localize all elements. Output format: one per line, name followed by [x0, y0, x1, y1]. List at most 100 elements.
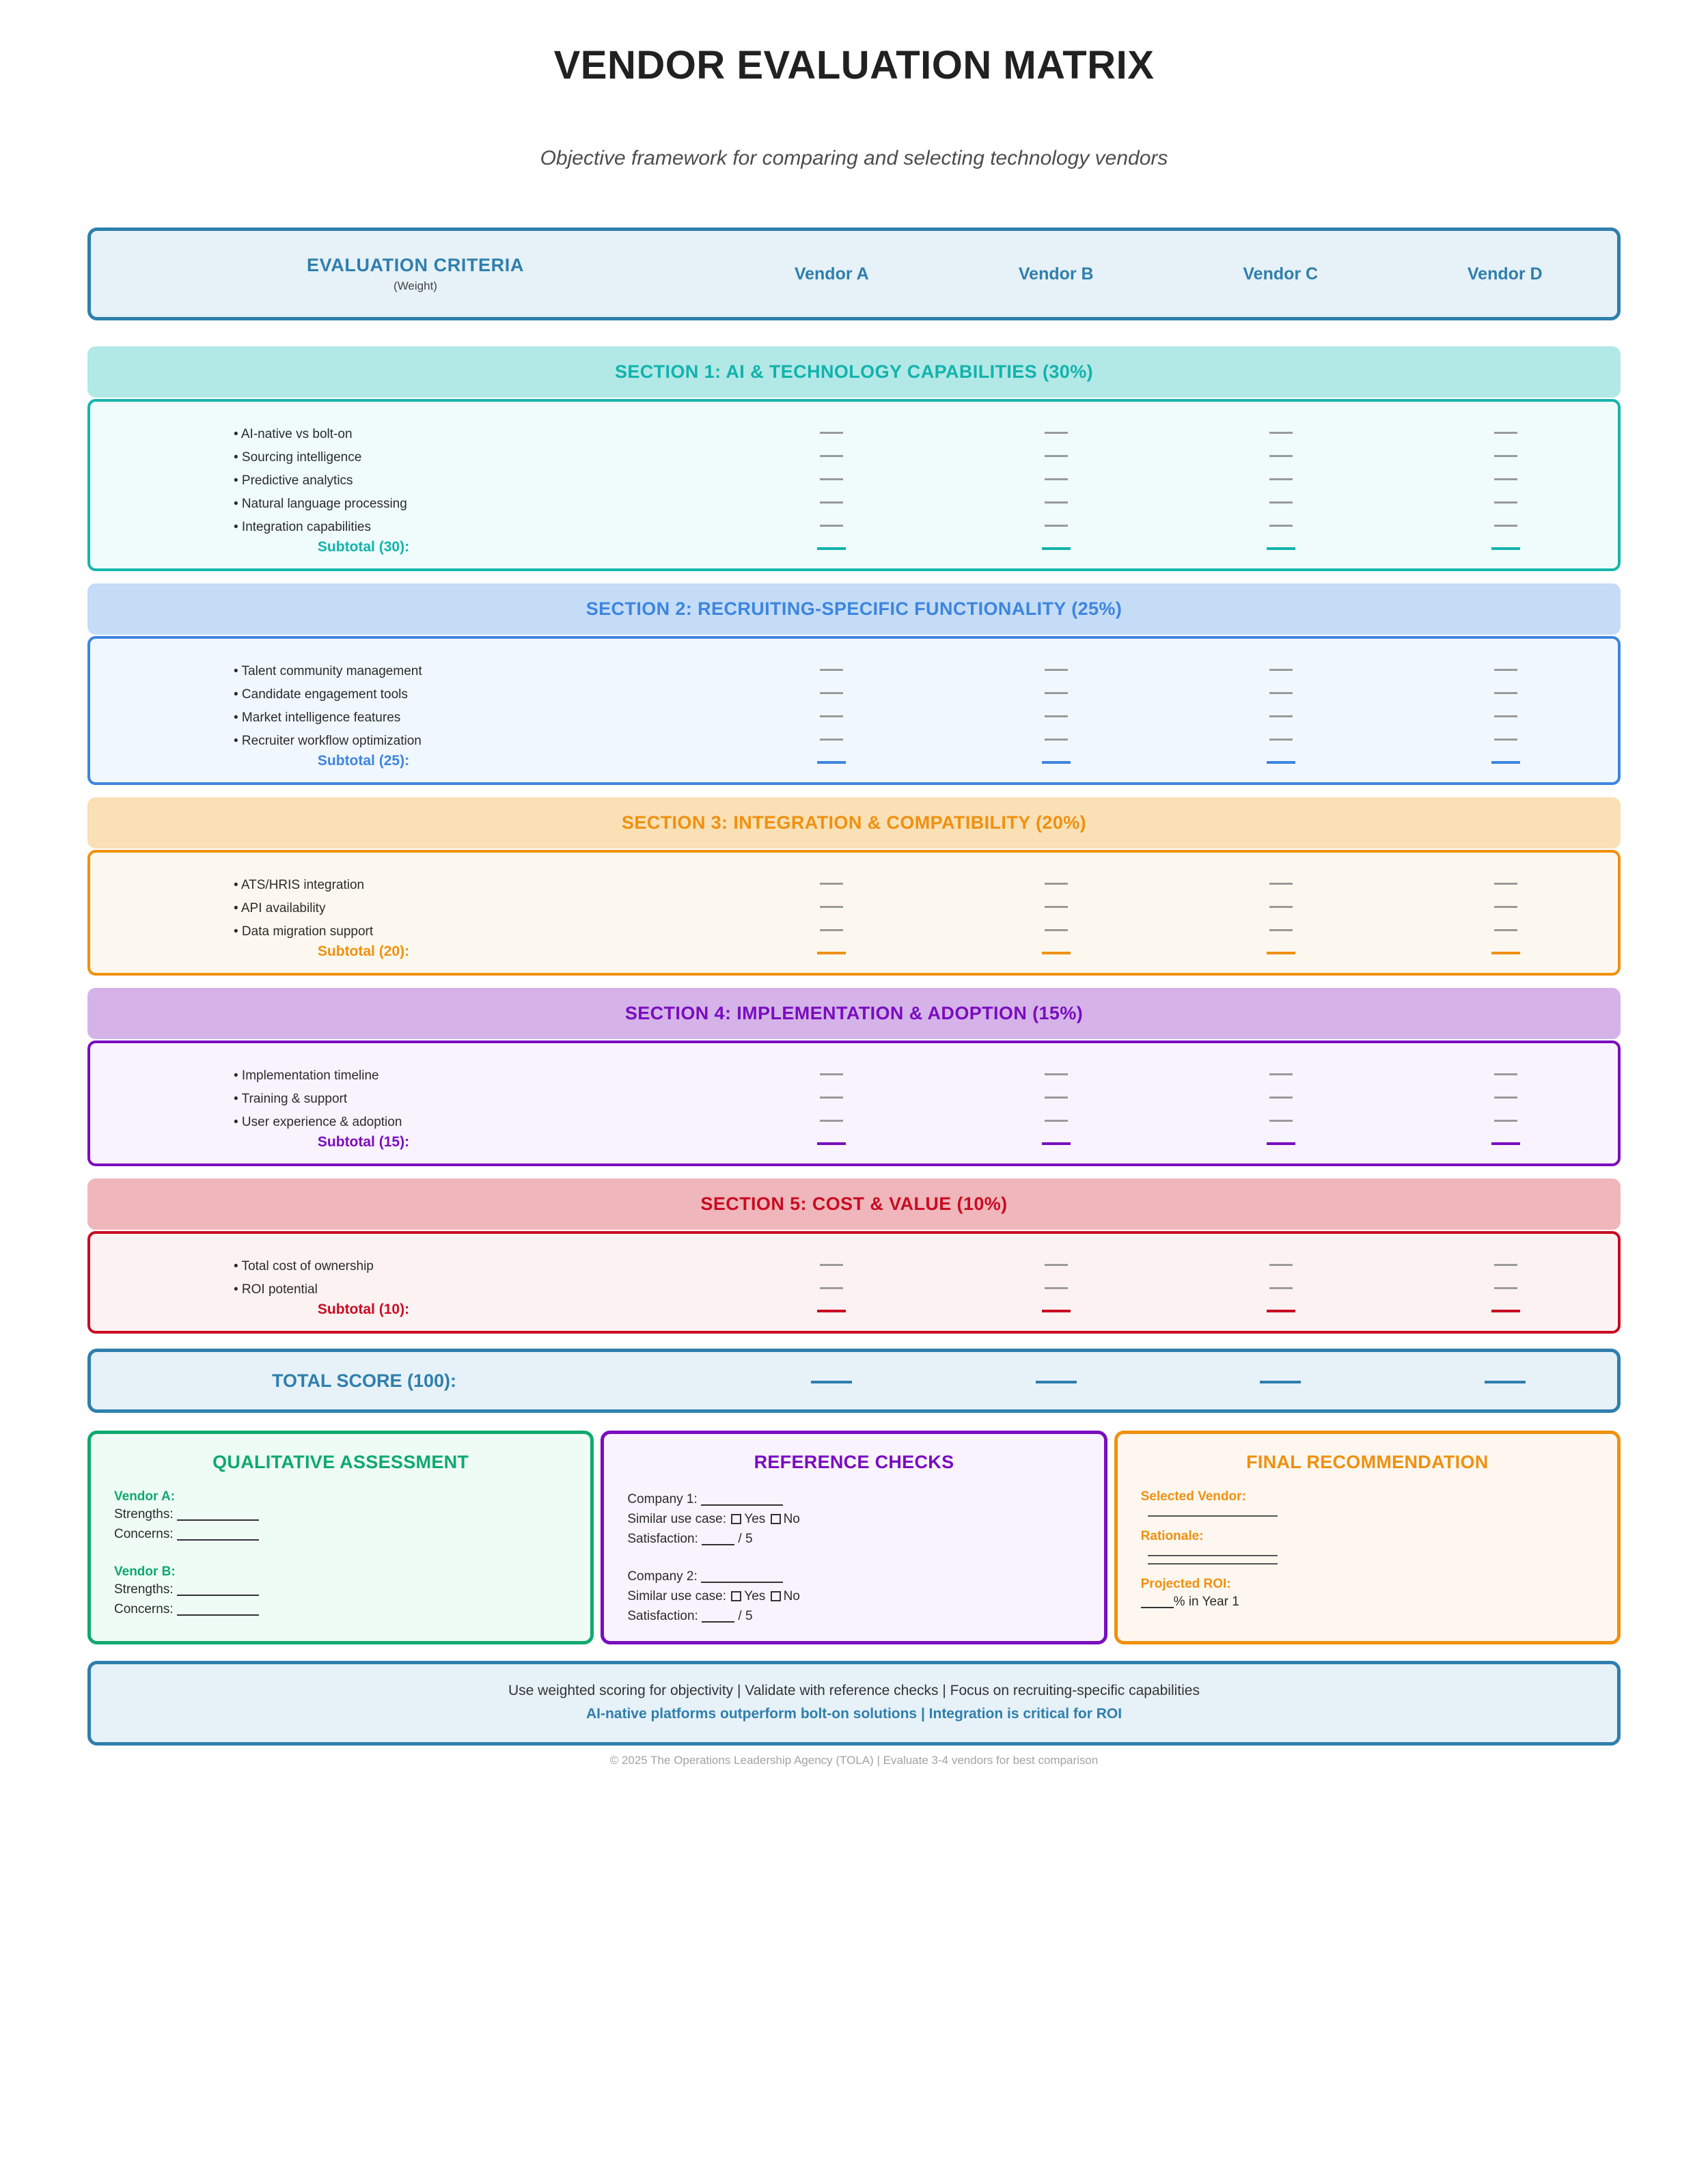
score-blank[interactable]	[719, 680, 943, 703]
score-blank[interactable]	[1168, 894, 1393, 917]
reference-similar-use-case-1[interactable]: Similar use case: Yes No	[627, 1509, 1080, 1529]
subtotal-blank[interactable]	[719, 749, 943, 773]
company-1-blank[interactable]	[701, 1504, 784, 1506]
subtotal-blank[interactable]	[719, 536, 943, 559]
concerns-blank-a[interactable]	[176, 1539, 259, 1541]
score-blank[interactable]	[1168, 703, 1393, 726]
score-blank[interactable]	[1168, 1084, 1393, 1107]
score-blank[interactable]	[1168, 870, 1393, 894]
subtotal-blank[interactable]	[1168, 940, 1393, 963]
reference-satisfaction-2[interactable]: Satisfaction: / 5	[627, 1606, 1080, 1626]
total-score-blank-vendor-b[interactable]	[944, 1375, 1169, 1387]
reference-company-1[interactable]: Company 1:	[627, 1489, 1080, 1509]
checkbox-yes-2[interactable]	[731, 1591, 742, 1601]
score-blank[interactable]	[943, 512, 1168, 536]
score-blank[interactable]	[943, 917, 1168, 940]
score-blank[interactable]	[1168, 1252, 1393, 1275]
score-blank[interactable]	[719, 419, 943, 443]
subtotal-blank[interactable]	[943, 1298, 1168, 1321]
company-2-blank[interactable]	[701, 1582, 784, 1583]
score-blank[interactable]	[1168, 489, 1393, 512]
subtotal-blank[interactable]	[719, 940, 943, 963]
reference-company-2[interactable]: Company 2:	[627, 1567, 1080, 1586]
score-blank[interactable]	[1393, 894, 1618, 917]
checkbox-yes-1[interactable]	[731, 1514, 742, 1524]
score-blank[interactable]	[1168, 1275, 1393, 1298]
score-blank[interactable]	[943, 443, 1168, 466]
score-blank[interactable]	[1393, 703, 1618, 726]
score-blank[interactable]	[1393, 512, 1618, 536]
total-score-blank-vendor-c[interactable]	[1168, 1375, 1393, 1387]
score-blank[interactable]	[1168, 466, 1393, 489]
subtotal-blank[interactable]	[1168, 749, 1393, 773]
selected-vendor-blank[interactable]	[1147, 1515, 1278, 1517]
score-blank[interactable]	[1168, 657, 1393, 680]
score-blank[interactable]	[943, 1107, 1168, 1131]
score-blank[interactable]	[719, 657, 943, 680]
strengths-blank-b[interactable]	[176, 1595, 259, 1596]
score-blank[interactable]	[1168, 680, 1393, 703]
score-blank[interactable]	[1393, 489, 1618, 512]
score-blank[interactable]	[1393, 680, 1618, 703]
score-blank[interactable]	[1168, 512, 1393, 536]
subtotal-blank[interactable]	[943, 1131, 1168, 1154]
score-blank[interactable]	[943, 726, 1168, 749]
subtotal-blank[interactable]	[1393, 1298, 1618, 1321]
score-blank[interactable]	[1393, 1084, 1618, 1107]
strengths-blank-a[interactable]	[176, 1519, 259, 1521]
score-blank[interactable]	[1393, 657, 1618, 680]
score-blank[interactable]	[1393, 1252, 1618, 1275]
score-blank[interactable]	[719, 870, 943, 894]
satisfaction-blank-1[interactable]	[702, 1544, 735, 1545]
subtotal-blank[interactable]	[1168, 1131, 1393, 1154]
score-blank[interactable]	[943, 419, 1168, 443]
projected-roi-value[interactable]: % in Year 1	[1140, 1592, 1594, 1612]
qualitative-vendor-a-concerns[interactable]: Concerns:	[114, 1524, 567, 1544]
score-blank[interactable]	[719, 726, 943, 749]
score-blank[interactable]	[719, 443, 943, 466]
score-blank[interactable]	[1168, 443, 1393, 466]
subtotal-blank[interactable]	[1393, 1131, 1618, 1154]
checkbox-no-2[interactable]	[770, 1591, 781, 1601]
subtotal-blank[interactable]	[943, 749, 1168, 773]
score-blank[interactable]	[1393, 419, 1618, 443]
score-blank[interactable]	[1393, 1107, 1618, 1131]
subtotal-blank[interactable]	[943, 940, 1168, 963]
score-blank[interactable]	[1393, 917, 1618, 940]
checkbox-no-1[interactable]	[770, 1514, 781, 1524]
score-blank[interactable]	[719, 1252, 943, 1275]
rationale-blank-2[interactable]	[1147, 1563, 1278, 1564]
score-blank[interactable]	[1393, 1275, 1618, 1298]
qualitative-vendor-b-concerns[interactable]: Concerns:	[114, 1599, 567, 1619]
score-blank[interactable]	[1168, 726, 1393, 749]
score-blank[interactable]	[943, 1252, 1168, 1275]
score-blank[interactable]	[1168, 917, 1393, 940]
subtotal-blank[interactable]	[1393, 536, 1618, 559]
score-blank[interactable]	[719, 917, 943, 940]
satisfaction-blank-2[interactable]	[702, 1621, 735, 1623]
score-blank[interactable]	[1393, 726, 1618, 749]
score-blank[interactable]	[719, 1084, 943, 1107]
score-blank[interactable]	[943, 657, 1168, 680]
qualitative-vendor-b-strengths[interactable]: Strengths:	[114, 1580, 567, 1599]
score-blank[interactable]	[943, 1061, 1168, 1084]
reference-similar-use-case-2[interactable]: Similar use case: Yes No	[627, 1586, 1080, 1606]
score-blank[interactable]	[1393, 870, 1618, 894]
score-blank[interactable]	[943, 894, 1168, 917]
score-blank[interactable]	[1393, 466, 1618, 489]
score-blank[interactable]	[719, 489, 943, 512]
score-blank[interactable]	[943, 703, 1168, 726]
score-blank[interactable]	[719, 466, 943, 489]
subtotal-blank[interactable]	[1393, 749, 1618, 773]
score-blank[interactable]	[943, 489, 1168, 512]
score-blank[interactable]	[943, 1275, 1168, 1298]
subtotal-blank[interactable]	[1393, 940, 1618, 963]
subtotal-blank[interactable]	[719, 1131, 943, 1154]
score-blank[interactable]	[1393, 1061, 1618, 1084]
score-blank[interactable]	[719, 512, 943, 536]
projected-roi-blank[interactable]	[1140, 1607, 1174, 1608]
subtotal-blank[interactable]	[1168, 536, 1393, 559]
reference-satisfaction-1[interactable]: Satisfaction: / 5	[627, 1529, 1080, 1549]
subtotal-blank[interactable]	[1168, 1298, 1393, 1321]
score-blank[interactable]	[943, 870, 1168, 894]
